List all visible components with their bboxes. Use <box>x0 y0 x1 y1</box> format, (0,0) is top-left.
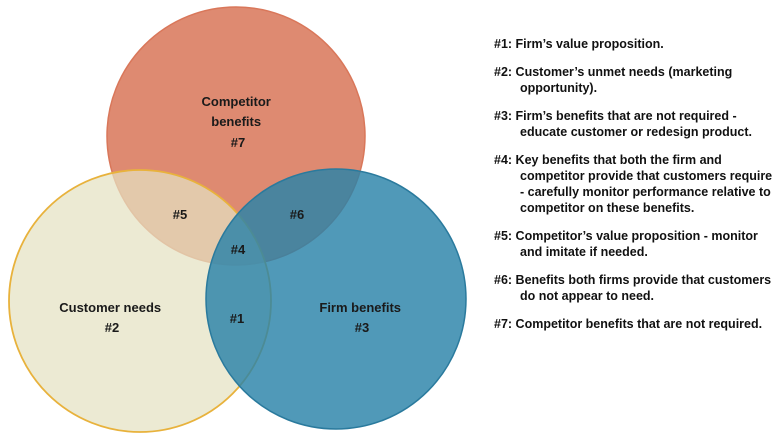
legend-item-2: #2: Customer’s unmet needs (marketing op… <box>494 65 733 95</box>
customer-needs-label-line-2: #2 <box>105 320 119 335</box>
competitor-label-line-3: #7 <box>231 135 245 150</box>
legend-item-7: #7: Competitor benefits that are not req… <box>494 317 763 331</box>
competitor-label-line-1: Competitor <box>202 94 271 109</box>
region-5-label: #5 <box>173 207 187 222</box>
legend-item-4: #4: Key benefits that both the firm and … <box>494 153 773 215</box>
competitor-label-line-2: benefits <box>211 114 261 129</box>
legend-item-6: #6: Benefits both firms provide that cus… <box>494 273 772 303</box>
region-1-label: #1 <box>230 311 244 326</box>
customer-needs-label-line-1: Customer needs <box>59 300 161 315</box>
legend-item-1: #1: Firm’s value proposition. <box>494 37 664 51</box>
legend-item-3: #3: Firm’s benefits that are not require… <box>494 109 752 139</box>
venn-diagram: Competitor benefits #7 Customer needs #2… <box>8 6 467 433</box>
competitor-label: Competitor benefits #7 <box>202 94 275 150</box>
firm-benefits-label: Firm benefits #3 <box>319 300 404 335</box>
legend-list: #1: Firm’s value proposition. #2: Custom… <box>494 36 776 332</box>
region-6-label: #6 <box>290 207 304 222</box>
region-4-label: #4 <box>231 242 246 257</box>
customer-needs-label: Customer needs #2 <box>59 300 165 335</box>
firm-benefits-circle <box>205 168 467 430</box>
firm-benefits-label-line-1: Firm benefits <box>319 300 401 315</box>
legend-item-5: #5: Competitor’s value proposition - mon… <box>494 229 758 259</box>
firm-benefits-label-line-2: #3 <box>355 320 369 335</box>
